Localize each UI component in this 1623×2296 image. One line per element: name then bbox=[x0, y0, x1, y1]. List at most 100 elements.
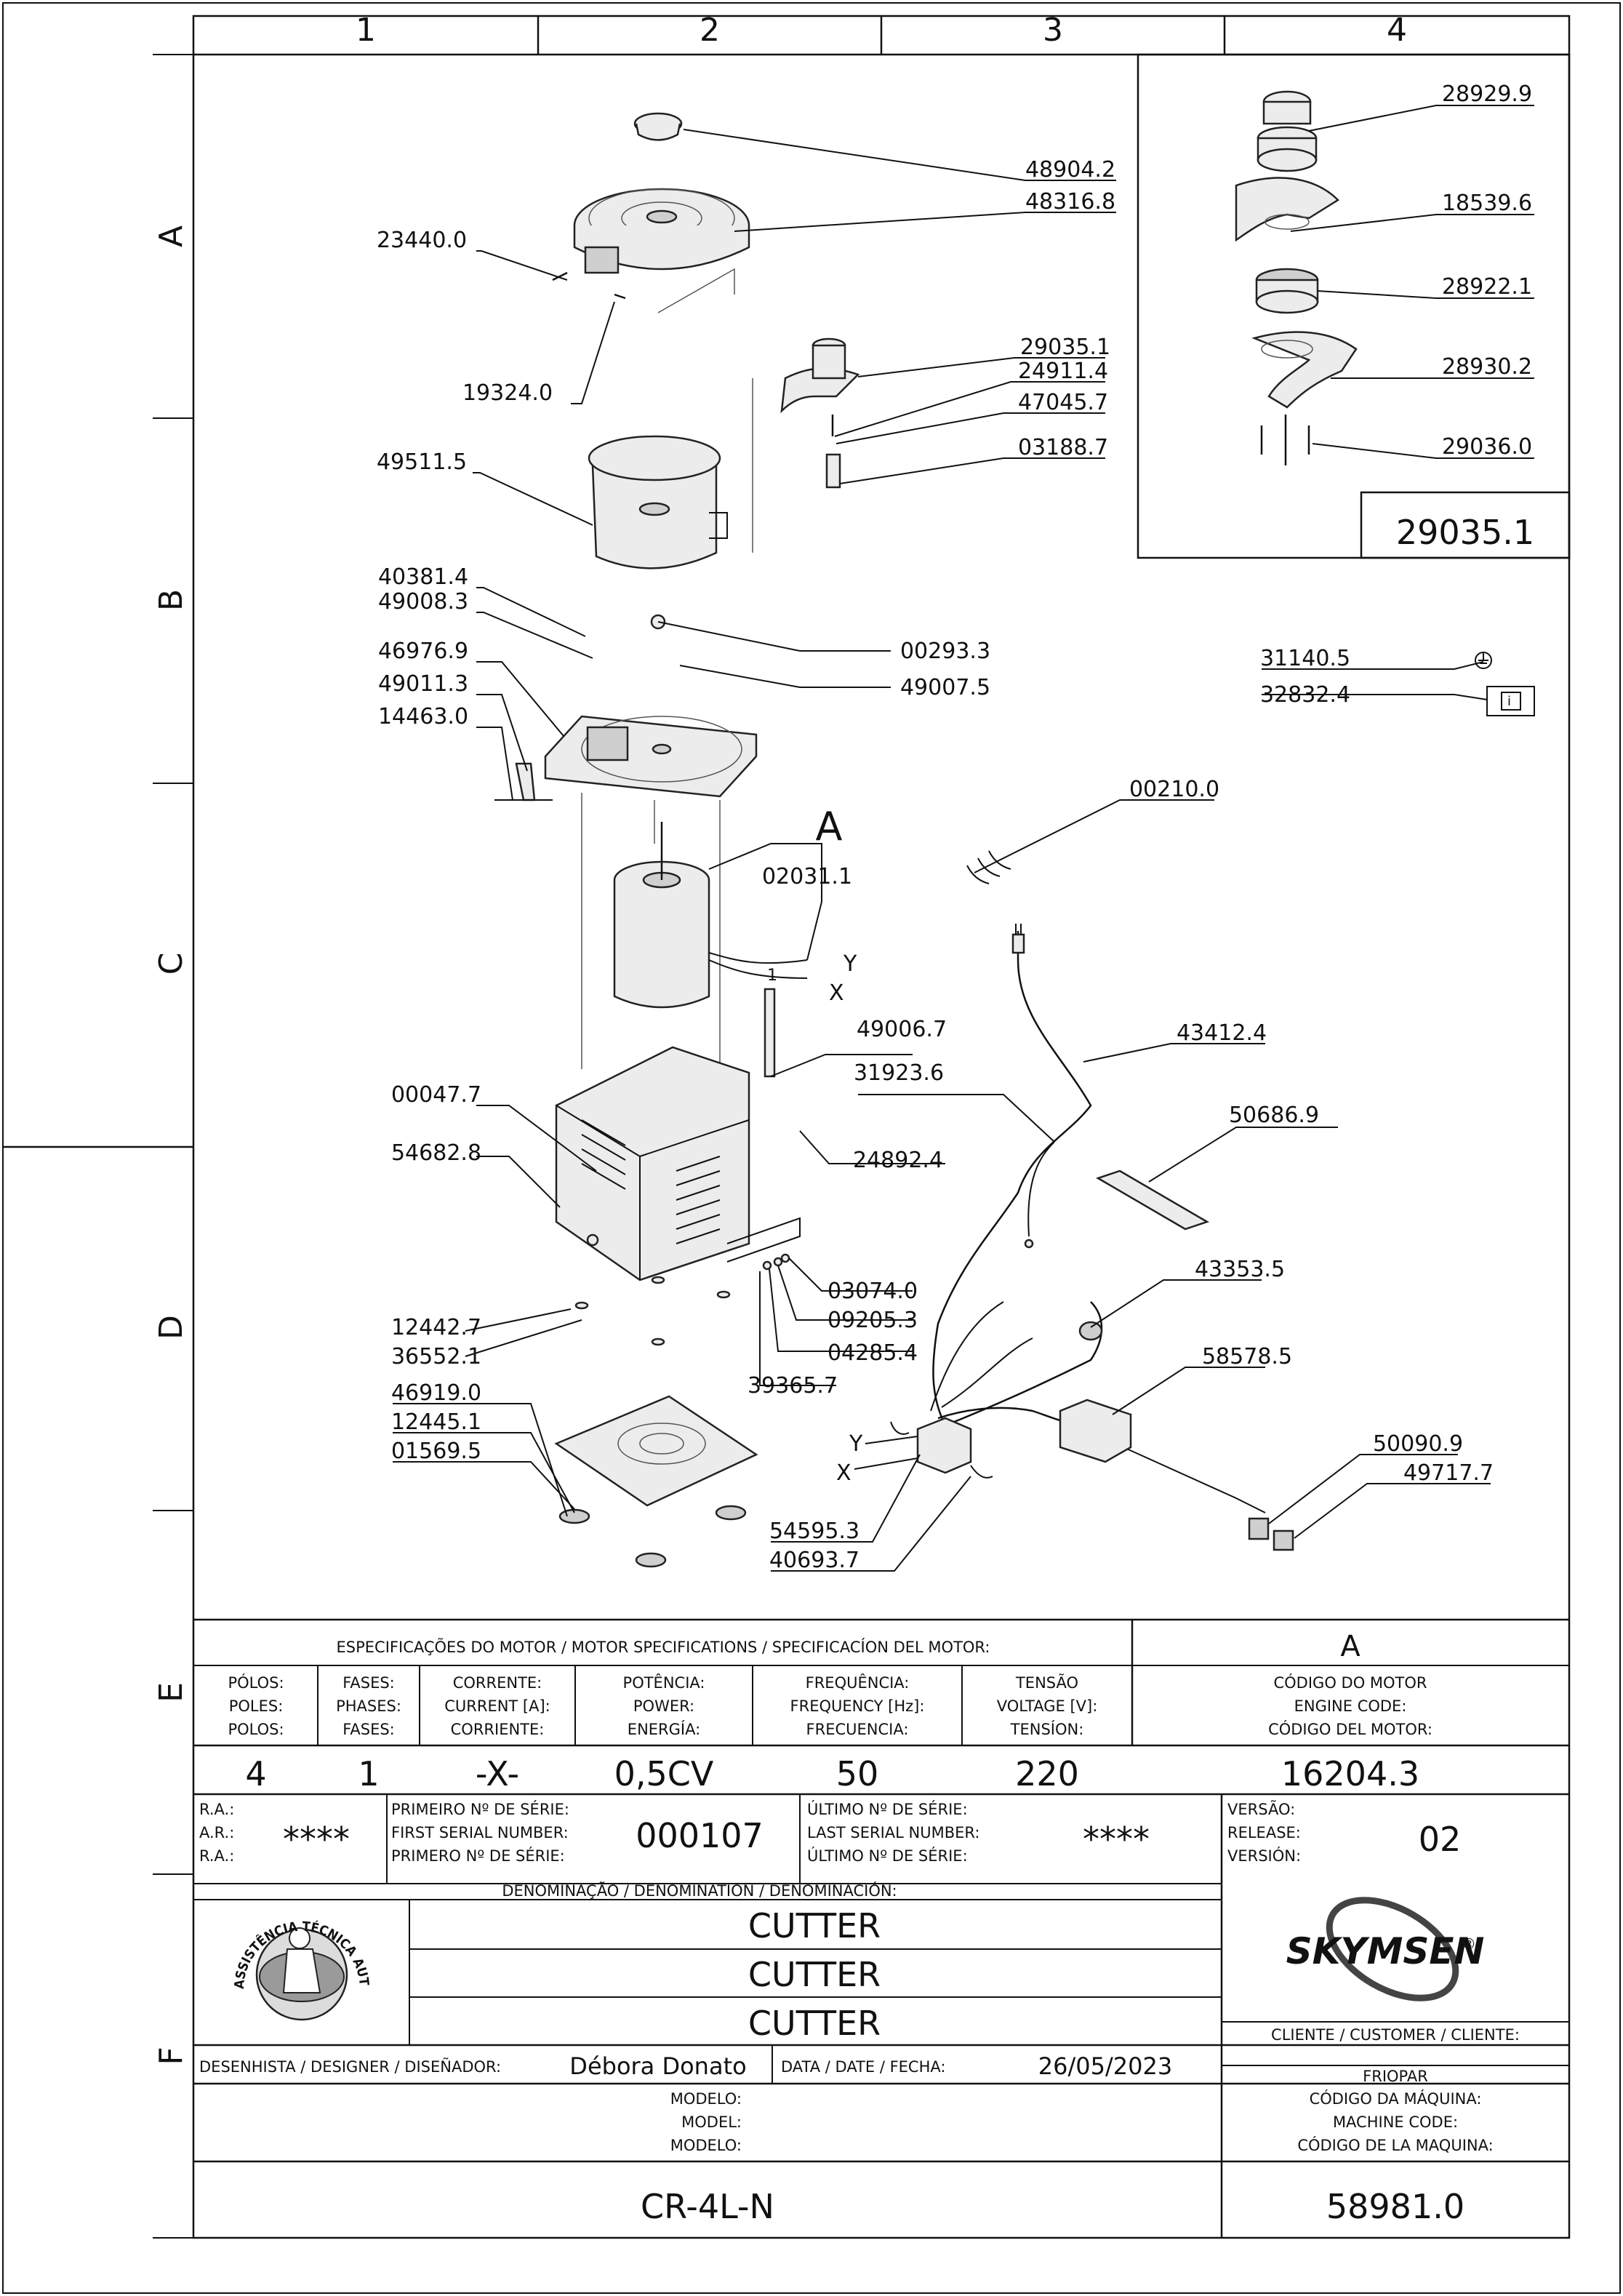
part-label: 03074.0 bbox=[827, 1279, 918, 1304]
part-label: 43412.4 bbox=[1177, 1020, 1267, 1046]
version-label: RELEASE: bbox=[1227, 1824, 1301, 1841]
part-label: 12442.7 bbox=[391, 1315, 481, 1340]
grid-row-labels: A B C D E F bbox=[153, 225, 190, 2065]
spec-label: FRECUENCIA: bbox=[806, 1721, 909, 1738]
spec-label: POLOS: bbox=[228, 1721, 284, 1738]
spec-label: FASES: bbox=[342, 1721, 395, 1738]
machine-code-value: 58981.0 bbox=[1326, 2187, 1464, 2226]
part-label: 40693.7 bbox=[769, 1548, 859, 1573]
spec-label: CORRIENTE: bbox=[451, 1721, 545, 1738]
denomination-heading: DENOMINAÇÃO / DENOMINATION / DENOMINACIÓ… bbox=[502, 1881, 897, 1900]
grid-row-d: D bbox=[153, 1315, 190, 1340]
part-label: 01569.5 bbox=[391, 1439, 481, 1464]
part-label: 32832.4 bbox=[1260, 682, 1350, 708]
part-label: 49511.5 bbox=[377, 449, 467, 475]
spec-voltage: TENSÃO VOLTAGE [V]: TENSÍON: 220 bbox=[997, 1673, 1098, 1793]
part-label: 49007.5 bbox=[900, 675, 990, 700]
detail-part-label: 29036.0 bbox=[1442, 434, 1532, 460]
part-label: 43353.5 bbox=[1195, 1257, 1285, 1282]
part-label: 31923.6 bbox=[854, 1060, 944, 1086]
part-label: 23440.0 bbox=[377, 228, 467, 253]
spec-value: 50 bbox=[836, 1754, 879, 1793]
part-label: 02031.1 bbox=[762, 864, 852, 889]
spec-label: CÓDIGO DEL MOTOR: bbox=[1268, 1720, 1432, 1738]
part-label: 31140.5 bbox=[1260, 646, 1350, 671]
first-serial-cell: PRIMEIRO Nº DE SÉRIE: FIRST SERIAL NUMBE… bbox=[391, 1800, 764, 1865]
spec-label: CÓDIGO DO MOTOR bbox=[1273, 1673, 1427, 1692]
part-label: 40381.4 bbox=[378, 564, 468, 590]
serial-label: ÚLTIMO Nº DE SÉRIE: bbox=[807, 1847, 968, 1865]
part-label: 54595.3 bbox=[769, 1519, 859, 1544]
spec-label: TENSÍON: bbox=[1010, 1720, 1084, 1738]
spec-label: TENSÃO bbox=[1015, 1673, 1078, 1692]
designer-label: DESENHISTA / DESIGNER / DISEÑADOR: bbox=[199, 2057, 501, 2076]
part-label: 48904.2 bbox=[1025, 157, 1115, 183]
part-label: 49008.3 bbox=[378, 589, 468, 615]
authorized-service-stamp: ASSISTÊNCIA TÉCNICA AUTORIZADA bbox=[0, 0, 372, 2021]
serial-label: LAST SERIAL NUMBER: bbox=[807, 1824, 979, 1841]
title-block: ESPECIFICAÇÕES DO MOTOR / MOTOR SPECIFIC… bbox=[0, 0, 1569, 2238]
wire-label-x: X bbox=[829, 980, 844, 1006]
part-label: 04285.4 bbox=[827, 1340, 918, 1366]
part-label: 49006.7 bbox=[857, 1017, 947, 1042]
manual-icon: i bbox=[1507, 694, 1511, 709]
grid-row-b: B bbox=[153, 589, 190, 611]
part-label: 50090.9 bbox=[1373, 1431, 1463, 1457]
customer-label: CLIENTE / CUSTOMER / CLIENTE: bbox=[1271, 2026, 1520, 2044]
spec-label: CURRENT [A]: bbox=[444, 1697, 550, 1715]
spec-value: 16204.3 bbox=[1281, 1754, 1419, 1793]
machine-code-label: CÓDIGO DA MÁQUINA: bbox=[1310, 2089, 1482, 2108]
motor-specs-heading: ESPECIFICAÇÕES DO MOTOR / MOTOR SPECIFIC… bbox=[337, 1637, 990, 1656]
part-label: 14463.0 bbox=[378, 704, 468, 729]
grid-column-labels: 1 2 3 4 bbox=[356, 12, 1407, 49]
wire-label-y: Y bbox=[843, 951, 857, 977]
grid-col-1: 1 bbox=[356, 12, 376, 49]
spec-label: POTÊNCIA: bbox=[623, 1673, 705, 1692]
last-serial-cell: ÚLTIMO Nº DE SÉRIE: LAST SERIAL NUMBER: … bbox=[807, 1800, 1150, 1865]
part-label: 24892.4 bbox=[853, 1148, 943, 1173]
part-label: 00047.7 bbox=[391, 1082, 481, 1108]
grid-row-a: A bbox=[153, 225, 190, 247]
designer-name: Débora Donato bbox=[569, 2052, 746, 2080]
spec-value: -X- bbox=[476, 1754, 519, 1793]
spec-label: VOLTAGE [V]: bbox=[997, 1697, 1098, 1715]
spec-label: FREQUÊNCIA: bbox=[806, 1673, 910, 1692]
spec-label: FASES: bbox=[342, 1674, 395, 1692]
version-label: VERSÃO: bbox=[1227, 1799, 1295, 1818]
detail-blade-assembly: 29035.1 28929.9 18539.6 28922.1 28930.2 … bbox=[1137, 53, 1571, 559]
spec-label: ENERGÍA: bbox=[628, 1720, 700, 1738]
part-label: 19324.0 bbox=[462, 380, 553, 406]
part-label: 46919.0 bbox=[391, 1380, 481, 1406]
serial-label: PRIMERO Nº DE SÉRIE: bbox=[391, 1847, 565, 1865]
part-label: 39365.7 bbox=[748, 1373, 838, 1399]
spec-value: 220 bbox=[1015, 1754, 1079, 1793]
part-label: 00293.3 bbox=[900, 639, 990, 664]
model-label: MODELO: bbox=[670, 2090, 742, 2108]
motor-ref-letter-block: A bbox=[1340, 1630, 1360, 1663]
part-callouts: 48904.2 48316.8 23440.0 19324.0 29035.1 … bbox=[377, 129, 1494, 1573]
skymsen-logo: SKYMSEN ® bbox=[1286, 1897, 1485, 2001]
detail-part-label: 28922.1 bbox=[1442, 274, 1532, 300]
part-label: 12445.1 bbox=[391, 1409, 481, 1435]
denomination-line: CUTTER bbox=[748, 1906, 881, 1945]
motor-ref-letter: A bbox=[816, 804, 843, 849]
detail-title: 29035.1 bbox=[1396, 513, 1534, 552]
spec-value: 0,5CV bbox=[614, 1754, 714, 1793]
grid-row-e: E bbox=[153, 1682, 190, 1703]
part-label: 03188.7 bbox=[1018, 435, 1108, 460]
spec-label: FREQUENCY [Hz]: bbox=[790, 1697, 925, 1715]
part-label: 58578.5 bbox=[1202, 1344, 1292, 1369]
spec-power: POTÊNCIA: POWER: ENERGÍA: 0,5CV bbox=[614, 1673, 714, 1793]
first-serial-value: 000107 bbox=[636, 1816, 764, 1855]
ra-cell: R.A.: A.R.: R.A.: **** bbox=[199, 1801, 350, 1865]
model-label: MODELO: bbox=[670, 2137, 742, 2154]
date-value: 26/05/2023 bbox=[1038, 2052, 1172, 2080]
brand-logo-text: SKYMSEN bbox=[1286, 1930, 1485, 1972]
grid-row-c: C bbox=[153, 953, 190, 975]
grid-col-4: 4 bbox=[1387, 12, 1407, 49]
detail-part-label: 18539.6 bbox=[1442, 191, 1532, 216]
part-label: 50686.9 bbox=[1229, 1103, 1319, 1128]
last-serial-value: **** bbox=[1083, 1820, 1150, 1859]
